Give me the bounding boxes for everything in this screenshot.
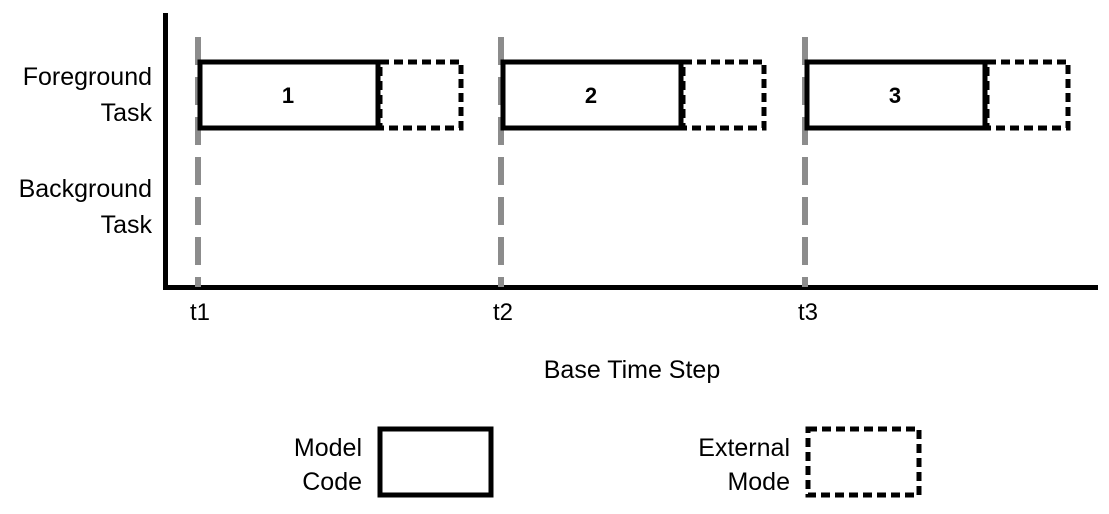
legend-label-external-mode-line1: External <box>698 434 790 462</box>
x-tick-label-t1: t1 <box>190 299 210 326</box>
x-tick-labels-group: t1 t2 t3 <box>190 299 818 326</box>
external-mode-block-1[interactable] <box>377 59 464 131</box>
x-axis-title: Base Time Step <box>544 356 720 384</box>
lane-label-foreground-line1: Foreground <box>23 63 152 91</box>
legend-label-model-code-line2: Code <box>302 468 362 496</box>
model-code-block-3[interactable] <box>804 59 988 131</box>
legend: Model Code External Mode <box>294 426 922 498</box>
bar-number-1: 1 <box>282 83 294 108</box>
task-bar-2[interactable]: 2 <box>500 59 767 131</box>
axes-group <box>163 13 1098 290</box>
external-mode-block-3[interactable] <box>984 59 1071 131</box>
lane-labels-group: Foreground Task Background Task <box>19 63 153 239</box>
legend-item-model-code: Model Code <box>294 426 494 498</box>
legend-swatch-external-mode <box>805 426 922 498</box>
bar-number-3: 3 <box>889 83 901 108</box>
task-bar-1[interactable]: 1 <box>197 59 464 131</box>
task-bar-3[interactable]: 3 <box>804 59 1071 131</box>
bar-number-2: 2 <box>585 83 597 108</box>
legend-item-external-mode: External Mode <box>698 426 922 498</box>
legend-swatch-model-code <box>377 426 494 498</box>
foreground-bars-group: 1 2 3 <box>197 59 1071 131</box>
x-tick-label-t2: t2 <box>493 299 513 326</box>
x-tick-label-t3: t3 <box>798 299 818 326</box>
legend-label-model-code-line1: Model <box>294 434 362 462</box>
lane-label-background-line1: Background <box>19 175 152 203</box>
external-mode-block-2[interactable] <box>680 59 767 131</box>
lane-label-background-line2: Task <box>101 211 153 239</box>
legend-label-external-mode-line2: Mode <box>727 468 790 496</box>
lane-label-foreground-line2: Task <box>101 99 153 127</box>
